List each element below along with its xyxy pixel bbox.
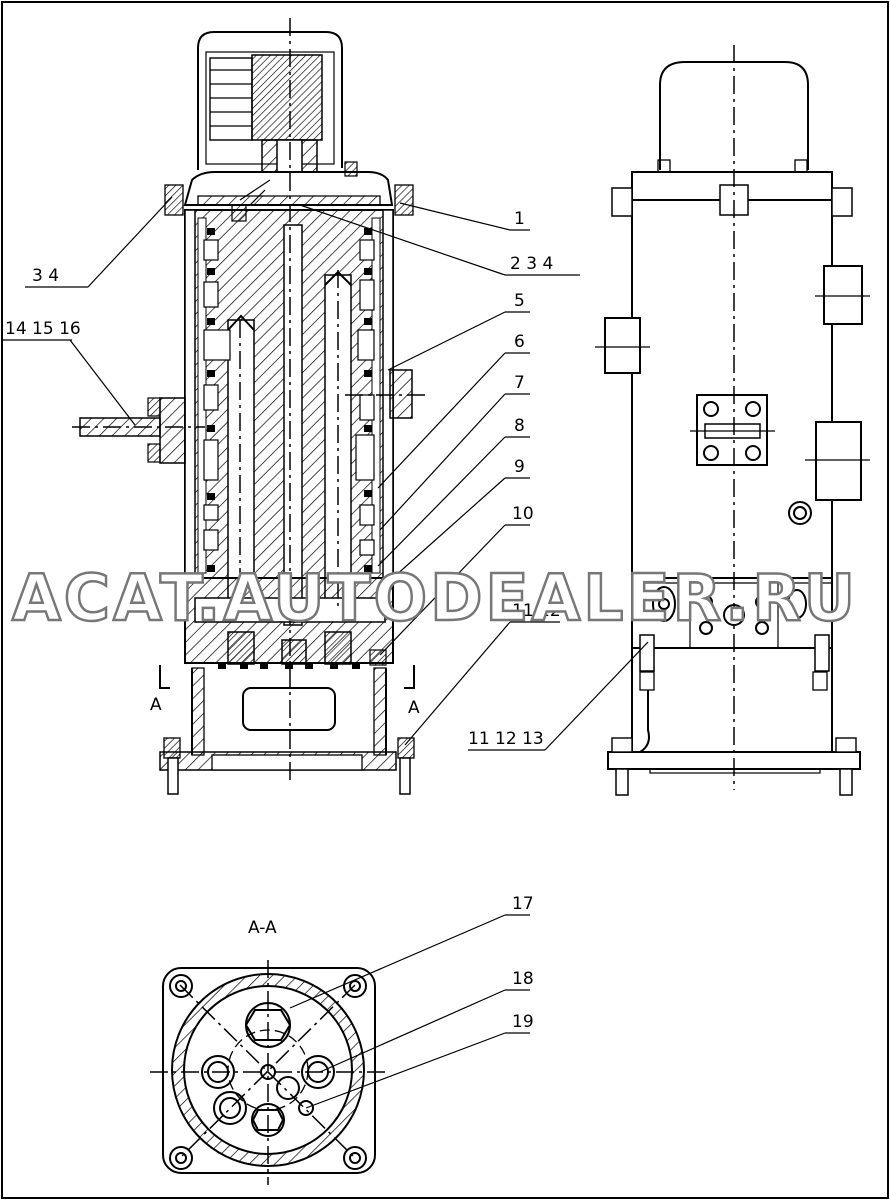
callout-11-12: 11 12 <box>512 601 561 621</box>
callout-18: 18 <box>512 969 534 989</box>
callout-14-15-16: 14 15 16 <box>5 319 81 339</box>
callout-5: 5 <box>514 291 525 311</box>
corner-bolts <box>169 974 367 1170</box>
sectional-view <box>72 18 425 795</box>
motor-coil <box>209 54 323 141</box>
callout-7: 7 <box>514 373 525 393</box>
callout-2-3-4: 2 3 4 <box>510 254 553 274</box>
callout-1: 1 <box>514 209 525 229</box>
bottom-nuts <box>218 663 360 669</box>
callout-10: 10 <box>512 504 534 524</box>
watermark-text: ACAT.AUTODEALER.RU <box>12 562 858 636</box>
section-title: A-A <box>248 918 277 938</box>
callout-11-12-13: 11 12 13 <box>468 729 544 749</box>
callout-3-4: 3 4 <box>32 266 59 286</box>
section-mark-right: A <box>408 698 420 718</box>
callout-8: 8 <box>514 416 525 436</box>
callout-9: 9 <box>514 457 525 477</box>
o-ring-seals <box>207 228 372 572</box>
leader-lines <box>2 196 649 1109</box>
callout-6: 6 <box>514 332 525 352</box>
section-mark-left: A <box>150 695 162 715</box>
callout-19: 19 <box>512 1012 534 1032</box>
side-view <box>595 45 870 796</box>
section-a-a-view <box>150 960 385 1185</box>
callout-17: 17 <box>512 894 534 914</box>
